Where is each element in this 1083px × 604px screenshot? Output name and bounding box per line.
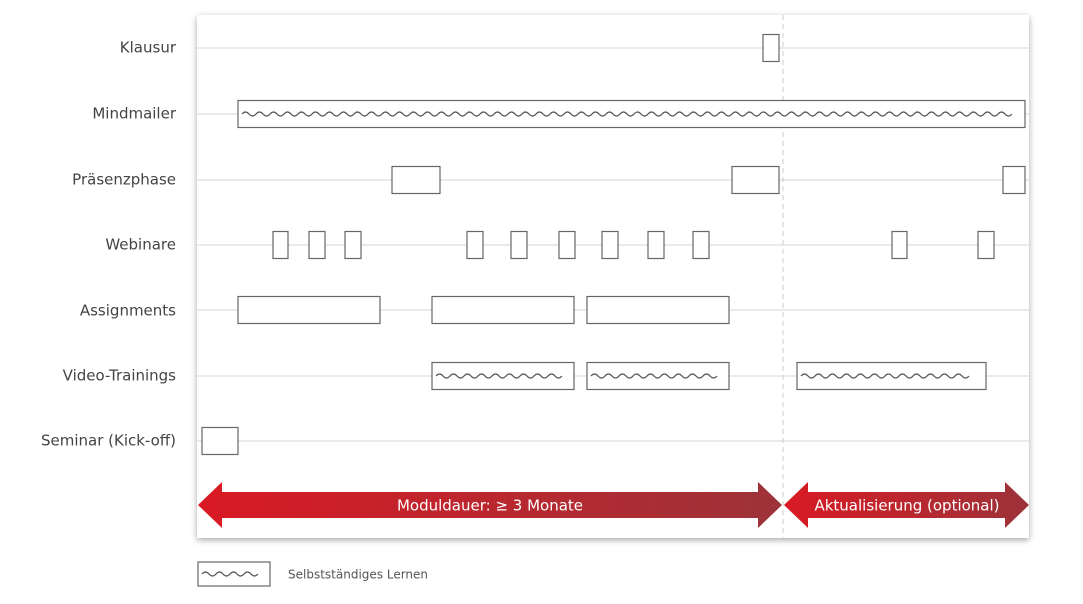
- webinar-bar: [308, 230, 326, 260]
- klausur-bar: [762, 33, 780, 63]
- wave-icon: [800, 373, 970, 379]
- webinar-bar: [344, 230, 362, 260]
- seminar-bar: [201, 426, 239, 456]
- webinar-bar: [692, 230, 710, 260]
- webinar-bar: [510, 230, 528, 260]
- webinar-bar: [891, 230, 908, 260]
- legend-self-study-label: Selbstständiges Lernen: [288, 568, 428, 582]
- webinar-bar: [647, 230, 665, 260]
- row-label-webinare: Webinare: [105, 236, 176, 254]
- optional-update-label: Aktualisierung (optional): [814, 497, 999, 515]
- praesenzphase-bar: [1002, 165, 1026, 195]
- module-duration-arrow: [198, 482, 782, 528]
- webinar-bar: [466, 230, 484, 260]
- row-label-mindmailer: Mindmailer: [92, 105, 177, 123]
- row-label-praesenzphase: Präsenzphase: [72, 171, 176, 189]
- wave-icon: [201, 571, 259, 577]
- wave-icon: [435, 373, 563, 379]
- optional-update-arrow: [784, 482, 1029, 528]
- webinar-bar: [977, 230, 995, 260]
- webinar-bar: [601, 230, 619, 260]
- row-label-assignments: Assignments: [80, 302, 176, 320]
- praesenzphase-bar: [391, 165, 441, 195]
- assignment-bar: [237, 295, 381, 325]
- legend: Selbstständiges Lernen: [197, 561, 428, 587]
- praesenzphase-bar: [731, 165, 780, 195]
- module-duration-label: Moduldauer: ≥ 3 Monate: [397, 497, 583, 515]
- legend-self-study-swatch: [197, 561, 271, 587]
- assignment-bar: [431, 295, 575, 325]
- webinar-bar: [558, 230, 576, 260]
- row-label-video-trainings: Video-Trainings: [63, 367, 177, 385]
- wave-icon: [590, 373, 718, 379]
- assignment-bar: [586, 295, 730, 325]
- webinar-bar: [272, 230, 289, 260]
- video-training-bar: [586, 361, 730, 391]
- row-label-klausur: Klausur: [120, 39, 177, 57]
- row-label-seminar: Seminar (Kick-off): [41, 432, 176, 450]
- video-training-bar: [431, 361, 575, 391]
- mindmailer-bar: [237, 99, 1026, 129]
- wave-icon: [241, 111, 1013, 117]
